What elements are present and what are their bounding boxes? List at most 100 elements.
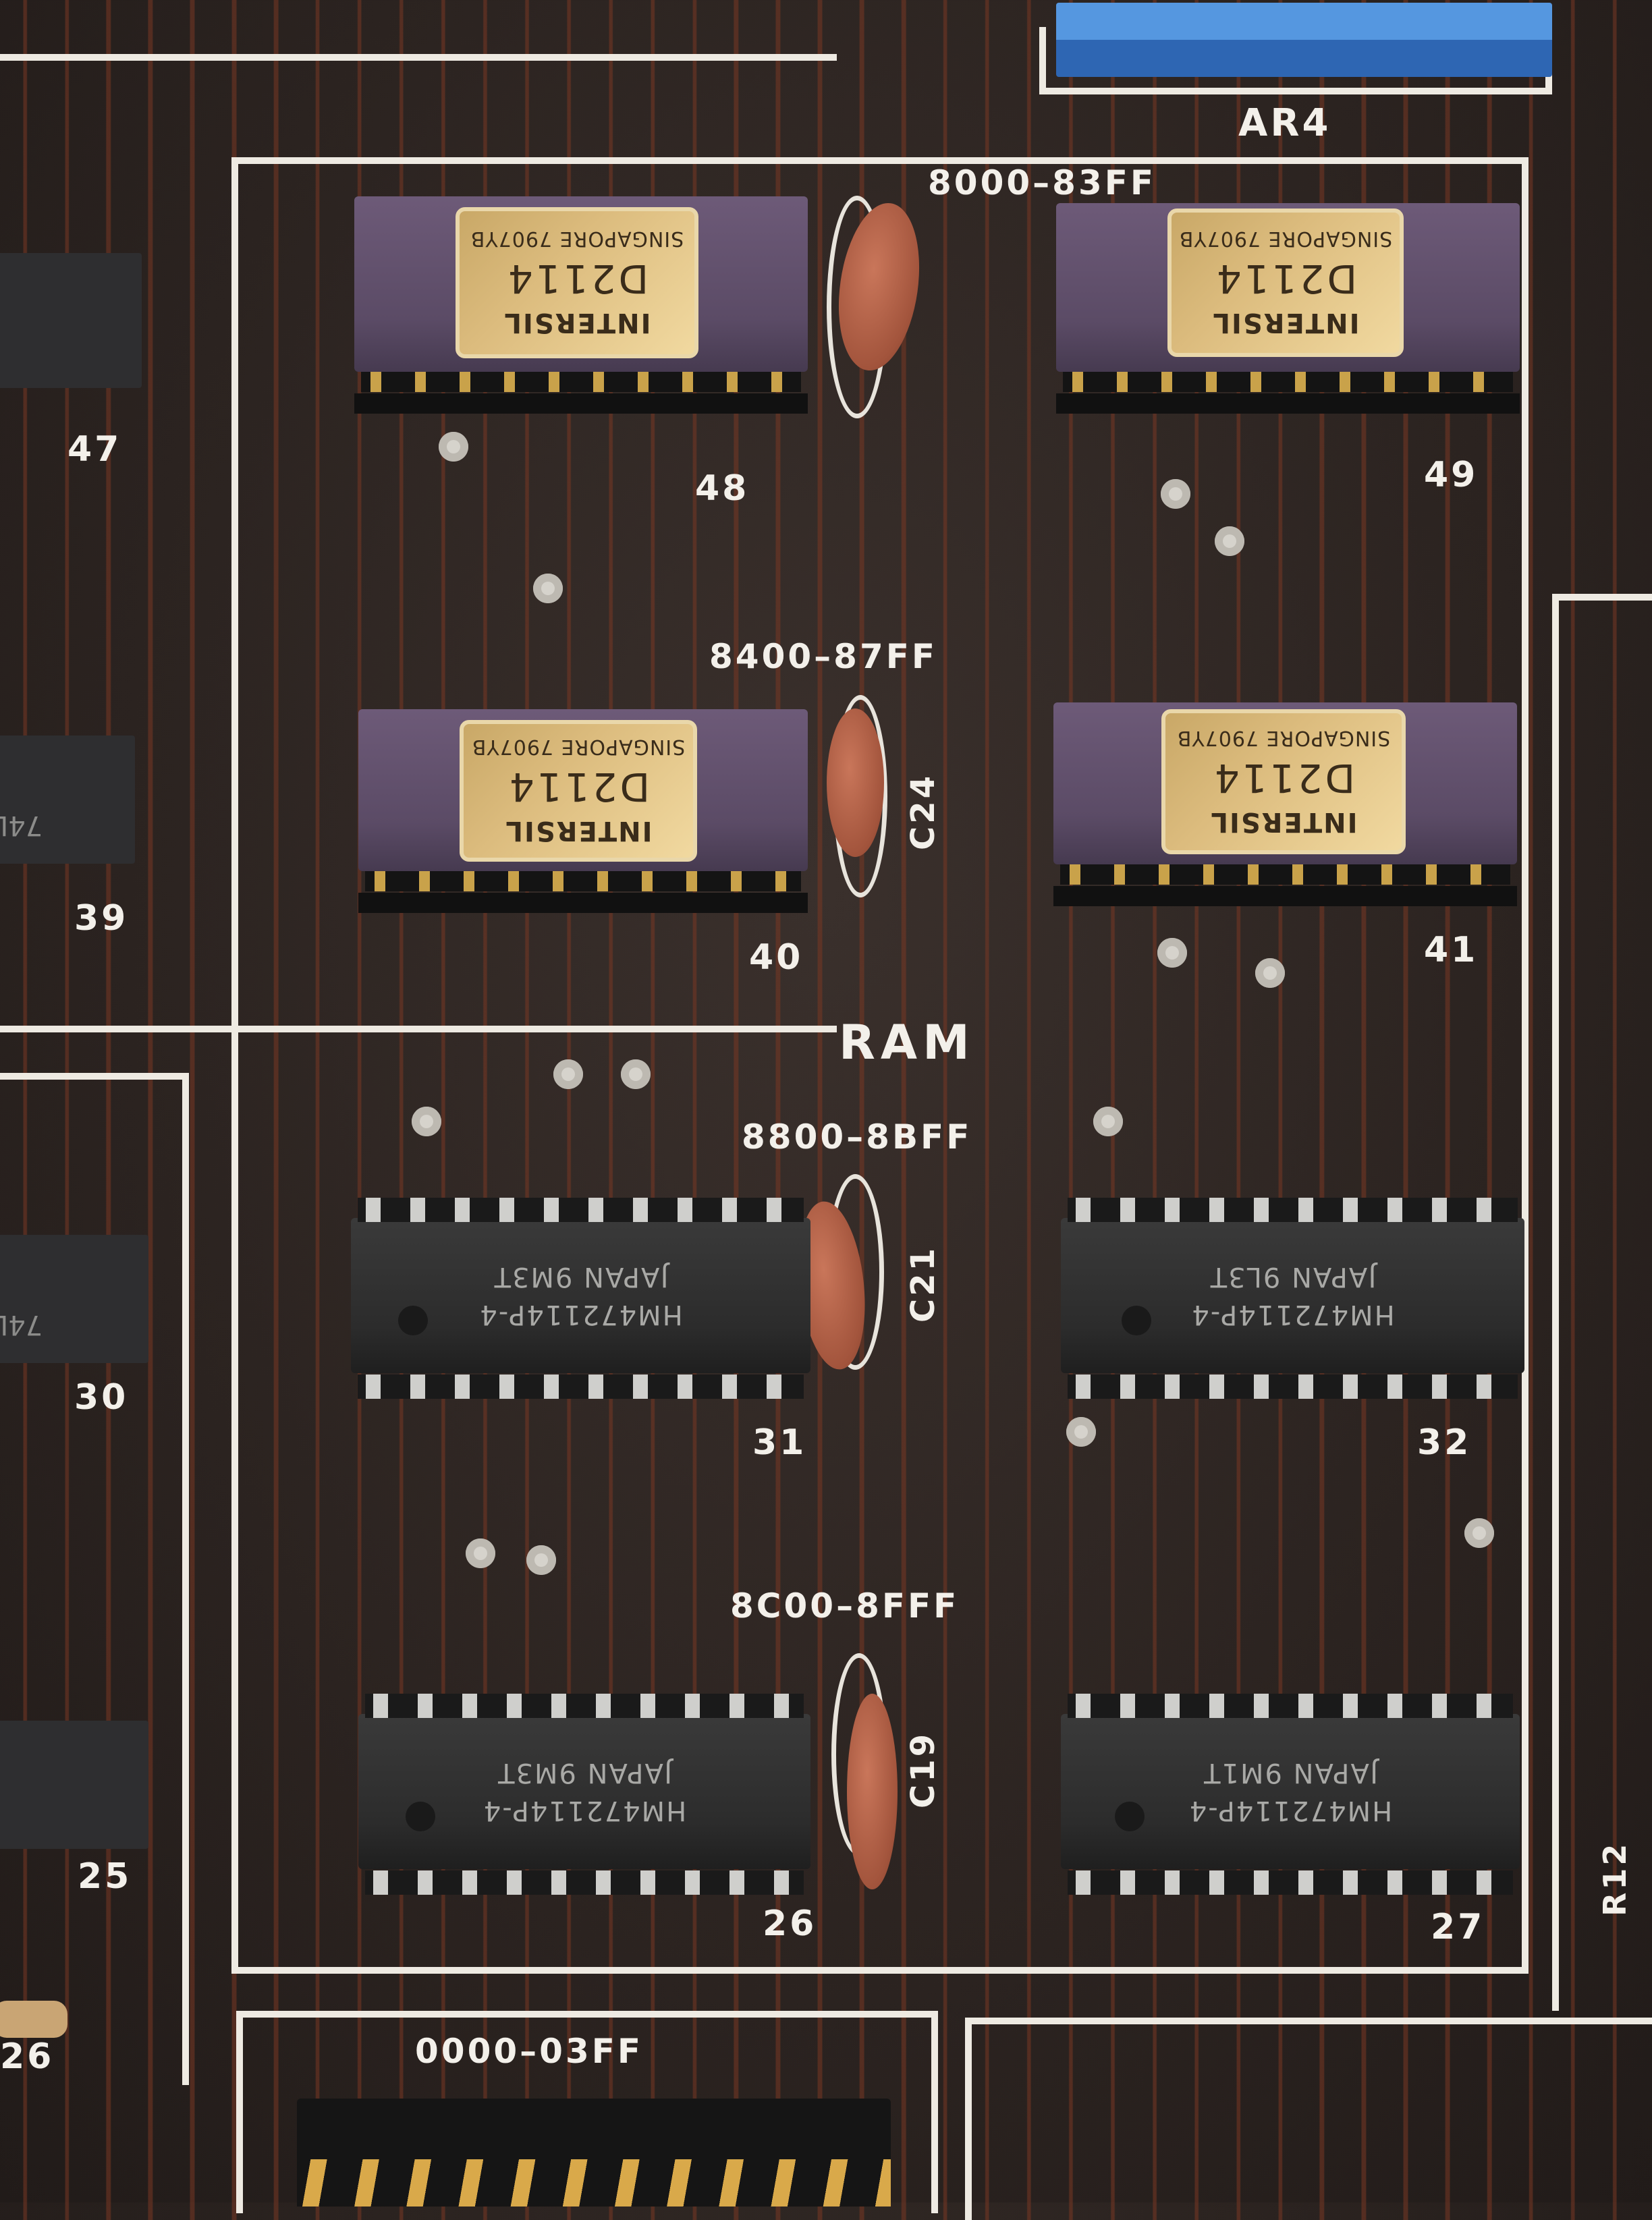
chip-ref-label: 32 [1417,1422,1472,1463]
chip-origin: JAPAN 9L3T [1209,1261,1377,1292]
chip-pins [1068,1870,1513,1895]
chip-ref-label: 41 [1424,930,1479,970]
chip-ref-label: 30 [74,1377,129,1418]
chip-marking: 74L [0,1309,43,1340]
address-range-label: 8400–87FF [709,637,938,676]
logic-chip-30: 74L [0,1235,148,1363]
capacitor [827,709,884,857]
chip-marking: HM472114P-4 JAPAN 9M3T [351,1218,810,1373]
solder-pad [1464,1518,1494,1548]
chip-pins [358,1198,804,1222]
chip-pins [361,372,801,392]
pin1-dot [406,1802,435,1831]
chip-origin: SINGAPORE 7907YB [1178,227,1393,251]
silk-line [965,2018,1652,2024]
resistor [0,2001,67,2038]
chip-marking: HM472114P-4 JAPAN 9L3T [1061,1218,1524,1373]
silk-line [236,2011,938,2018]
chip-origin: JAPAN 9M3T [493,1261,669,1292]
address-range-label: 8000–83FF [928,163,1157,202]
silk-line [1552,594,1559,2011]
ram-chip-48: INTERSIL D2114 SINGAPORE 7907YB [354,196,808,414]
silk-line [0,1073,189,1080]
bottom-connector [297,2099,891,2207]
solder-pad [553,1059,583,1089]
ram-chip-26: HM472114P-4 JAPAN 9M3T [358,1694,810,1895]
chip-brand: INTERSIL [1211,307,1360,339]
logic-chip-25 [0,1721,148,1849]
section-label: RAM [839,1015,975,1070]
chip-ref-label: 48 [695,468,750,509]
solder-pad [412,1107,441,1136]
chip-ref-label: 27 [1431,1907,1485,1947]
capacitor-label: C19 [904,1731,942,1808]
chip-origin: JAPAN 9M1T [1203,1757,1378,1788]
pin1-dot [1122,1306,1151,1335]
solder-pad [1161,479,1190,509]
chip-pins [1068,1694,1513,1718]
chip-socket [1056,393,1520,414]
ram-section-outline [231,157,1529,1974]
ram-chip-40: INTERSIL D2114 SINGAPORE 7907YB [358,709,808,913]
chip-part-number: D2114 [1211,755,1356,801]
chip-pins [1063,372,1513,392]
pin1-dot [398,1306,428,1335]
chip-ref-label: 25 [78,1856,132,1897]
solder-pad [1255,958,1285,988]
chip-lid: INTERSIL D2114 SINGAPORE 7907YB [456,207,698,358]
chip-origin: SINGAPORE 7907YB [470,227,684,251]
connector-pins [297,2159,891,2207]
chip-ref-label: 47 [67,429,122,470]
chip-socket [354,393,808,414]
chip-ref-label: 31 [752,1422,807,1463]
connector-label: AR4 [1238,101,1331,145]
silk-line [965,2018,972,2220]
logic-chip-39: 74L [0,736,135,864]
solder-pad [533,574,563,603]
chip-ref-label: 40 [749,937,804,978]
silk-line [182,1073,189,2085]
chip-marking: HM472114P-4 JAPAN 9M3T [358,1714,810,1869]
ram-chip-27: HM472114P-4 JAPAN 9M1T [1061,1694,1520,1895]
chip-part-number: D2114 [505,256,649,302]
chip-origin: SINGAPORE 7907YB [471,735,686,759]
solder-pad [439,432,468,462]
chip-part-number: HM472114P-4 [1190,1299,1395,1330]
silk-line [1552,594,1652,601]
silk-line [236,2011,243,2213]
chip-brand: INTERSIL [1209,806,1358,837]
chip-ref-label: 26 [763,1904,817,1944]
address-range-label: 8C00–8FFF [730,1586,960,1626]
chip-pins [358,1375,804,1399]
ram-chip-32: HM472114P-4 JAPAN 9L3T [1061,1198,1524,1399]
chip-marking: HM472114P-4 JAPAN 9M1T [1061,1714,1520,1869]
chip-socket [358,893,808,913]
chip-pins [1060,864,1510,885]
solder-pad [1215,526,1244,556]
chip-origin: SINGAPORE 7907YB [1176,726,1391,750]
chip-brand: INTERSIL [504,815,653,847]
address-range-label: 0000–03FF [415,2032,644,2071]
chip-ref-label: 39 [74,898,129,939]
solder-pad [526,1545,556,1575]
ram-chip-49: INTERSIL D2114 SINGAPORE 7907YB [1056,203,1520,414]
solder-pad [466,1538,495,1568]
chip-pins [365,1694,804,1718]
capacitor [847,1694,898,1889]
chip-part-number: HM472114P-4 [1188,1795,1393,1826]
chip-socket [1053,886,1517,906]
logic-chip-47 [0,253,142,388]
ar4-connector [1056,3,1552,77]
pin1-dot [1115,1802,1145,1831]
ram-chip-41: INTERSIL D2114 SINGAPORE 7907YB [1053,702,1517,906]
chip-marking: 74L [0,810,43,841]
chip-lid: INTERSIL D2114 SINGAPORE 7907YB [1167,209,1404,357]
chip-ref-label: 49 [1424,455,1479,495]
chip-part-number: HM472114P-4 [482,1795,687,1826]
chip-part-number: D2114 [1213,256,1358,302]
solder-pad [1066,1417,1096,1447]
upper-left-outline [0,54,837,1032]
chip-part-number: D2114 [506,764,651,810]
ram-chip-31: HM472114P-4 JAPAN 9M3T [351,1198,810,1399]
address-range-label: 8800–8BFF [742,1117,972,1157]
